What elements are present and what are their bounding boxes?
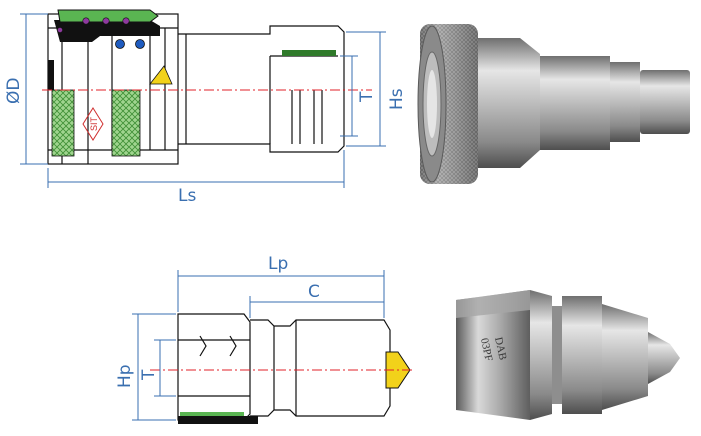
socket-sleeve-black (54, 20, 160, 42)
plug-dimensions (132, 270, 385, 421)
socket-section-drawing: SIT (42, 9, 372, 165)
plug-body-length-label: C (308, 282, 320, 302)
lock-ball (102, 17, 110, 25)
socket-photo (417, 24, 690, 184)
plug-engraving: DAB 03PF (478, 336, 509, 362)
socket-dimensions (20, 13, 386, 188)
o-ring (135, 39, 145, 49)
plug-photo: DAB 03PF (456, 290, 680, 420)
socket-valve-yellow (149, 65, 173, 85)
lock-ball (122, 17, 130, 25)
plug-length-label: Lp (268, 254, 288, 274)
plug-engraving-line-2: 03PF (478, 337, 495, 362)
plug-height-label: Hp (115, 364, 135, 388)
plug-seal-black (178, 416, 258, 424)
lock-ball (57, 27, 63, 33)
socket-inner-seal-green (282, 50, 336, 56)
socket-length-label: Ls (178, 186, 196, 206)
o-ring (115, 39, 125, 49)
lock-ball (82, 17, 90, 25)
socket-seal-green (57, 9, 159, 23)
socket-thread-label: T (357, 91, 377, 103)
plug-engraving-line-1: DAB (492, 336, 509, 361)
svg-text:SIT: SIT (89, 117, 99, 132)
socket-height-label: Hs (387, 88, 407, 110)
socket-ring-black (48, 60, 54, 90)
socket-thread-hatch-left (51, 89, 75, 157)
socket-diameter-label: ØD (4, 78, 24, 104)
socket-thread-hatch-right (111, 89, 141, 157)
plug-thread-label: T (139, 369, 159, 381)
plug-seal-green (180, 412, 244, 416)
plug-section-drawing (150, 313, 415, 424)
sit-logo-icon: SIT (82, 107, 104, 141)
